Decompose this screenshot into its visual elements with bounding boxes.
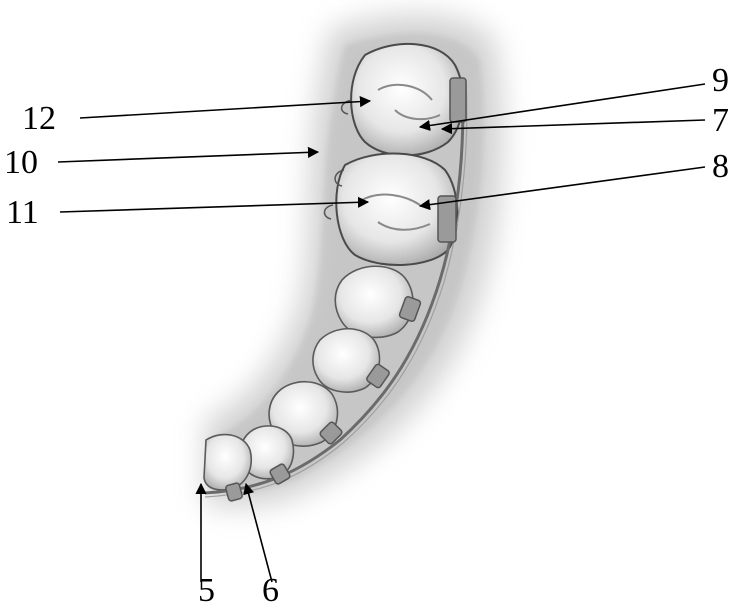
molar-band-upper: [450, 78, 466, 122]
label-5: 5: [198, 574, 215, 608]
central-incisor: [204, 435, 251, 490]
label-7: 7: [712, 104, 729, 138]
label-8: 8: [712, 150, 729, 184]
label-11: 11: [6, 196, 39, 230]
leader-10: [58, 152, 318, 162]
label-10: 10: [4, 146, 38, 180]
label-12: 12: [22, 102, 56, 136]
label-6: 6: [262, 574, 279, 608]
molar-upper: [351, 44, 463, 156]
premolar-first: [335, 266, 413, 337]
label-9: 9: [712, 64, 729, 98]
